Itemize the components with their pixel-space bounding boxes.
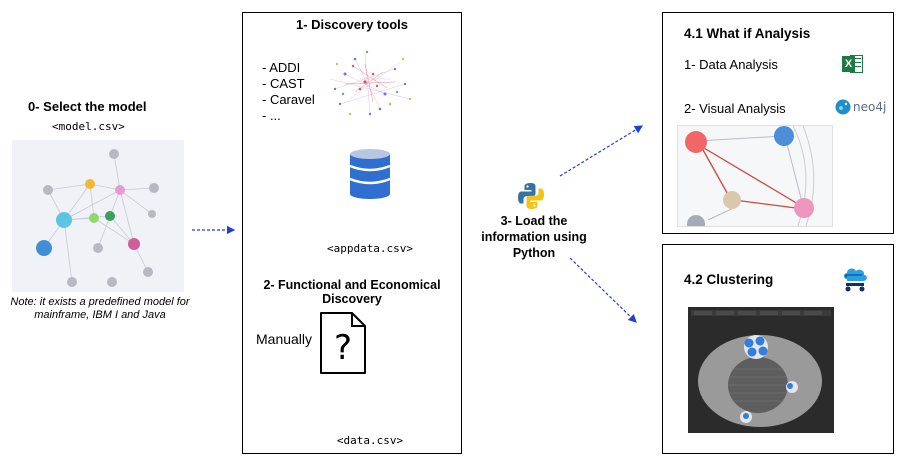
neo4j-logo-text: neo4j <box>853 100 887 114</box>
visual-analysis-label: 2- Visual Analysis <box>684 101 786 116</box>
discovery-title: 1- Discovery tools <box>296 17 408 32</box>
functional-discovery-title: 2- Functional and Economical Discovery <box>263 278 441 306</box>
tool-item: - CAST <box>262 76 305 91</box>
tool-item: - ... <box>262 108 281 123</box>
data-file-label: <data.csv> <box>336 434 404 447</box>
discovery-network-image <box>325 44 417 124</box>
model-graph-image <box>12 140 184 292</box>
whatif-title: 4.1 What if Analysis <box>684 26 811 41</box>
manual-label: Manually <box>256 331 313 347</box>
data-analysis-label: 1- Data Analysis <box>684 57 778 72</box>
question-mark-glyph: ? <box>333 328 353 368</box>
load-title: 3- Load the information using Python <box>481 214 587 260</box>
appdata-file-label: <appdata.csv> <box>326 242 414 255</box>
neo4j-graph-svg <box>685 126 815 226</box>
tool-item: - ADDI <box>262 60 301 75</box>
clustering-image <box>688 307 834 433</box>
document-question-icon: ? <box>318 310 368 376</box>
neo4j-graph-image <box>677 125 833 227</box>
database-icon <box>347 148 393 200</box>
excel-icon-letter: X <box>842 56 855 72</box>
cluster-icon <box>842 265 868 293</box>
model-title: 0- Select the model <box>28 99 147 114</box>
python-icon <box>517 182 545 210</box>
tool-item: - Caravel <box>262 92 315 107</box>
clustering-title: 4.2 Clustering <box>684 272 774 287</box>
discovery-tools-list: - ADDI - CAST - Caravel - ... <box>262 60 342 124</box>
excel-icon: X <box>842 54 864 74</box>
clustering-svg <box>691 310 831 427</box>
model-file-label: <model.csv> <box>52 120 125 133</box>
neo4j-logo: neo4j <box>834 98 890 118</box>
discovery-panel <box>242 12 462 454</box>
model-graph-svg <box>36 149 159 287</box>
model-note: Note: it exists a predefined model for m… <box>10 296 190 321</box>
discovery-network-svg <box>329 50 412 116</box>
